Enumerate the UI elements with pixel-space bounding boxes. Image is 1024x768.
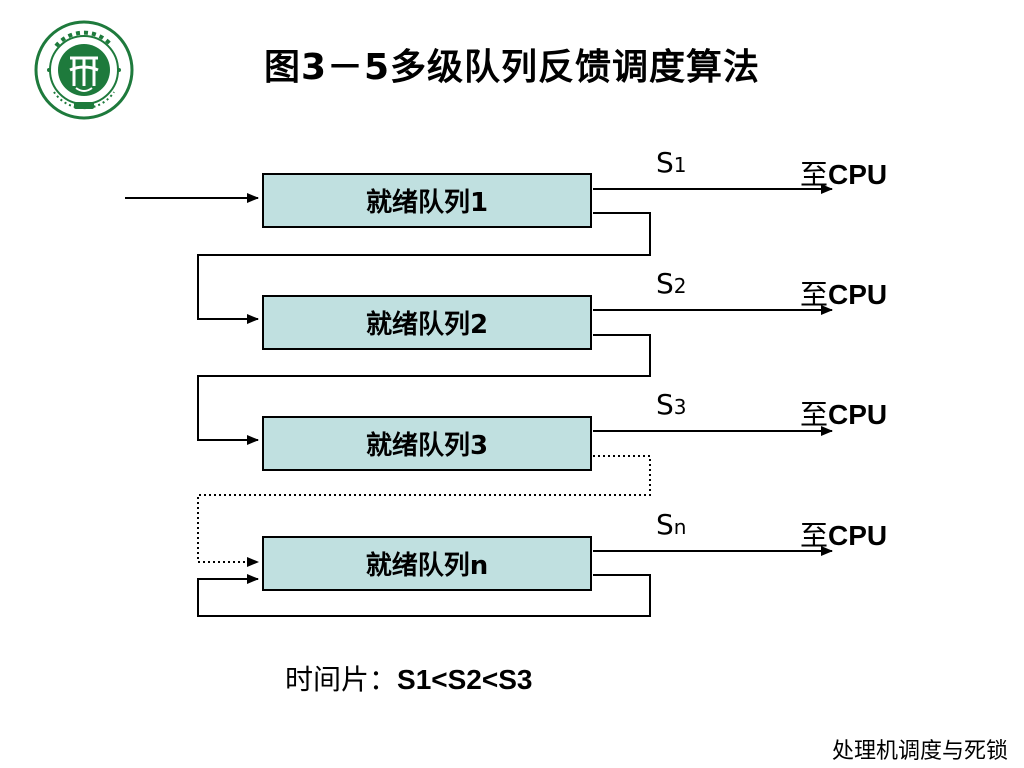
ready-queue-3: 就绪队列3 [262, 416, 592, 471]
feedback-n-loop [197, 574, 651, 617]
ready-queue-2: 就绪队列2 [262, 295, 592, 350]
time-slice-note: 时间片：S1<S2<S3 [285, 663, 533, 696]
to-cpu-label-3: 至CPU [800, 398, 888, 431]
feedback-2-to-3 [197, 334, 651, 445]
ready-queue-1: 就绪队列1 [262, 173, 592, 228]
slide-title: 图3－5多级队列反馈调度算法 [263, 47, 761, 88]
ready-queue-n: 就绪队列n [262, 536, 592, 591]
to-cpu-label-2: 至CPU [800, 278, 888, 311]
feedback-1-to-2 [197, 212, 651, 324]
slice-label-3: S3 [656, 388, 687, 421]
to-cpu-label-1: 至CPU [800, 158, 888, 191]
slice-label-2: S2 [656, 267, 687, 300]
university-logo [34, 20, 134, 120]
slice-label-1: S1 [656, 146, 687, 179]
slice-label-n: Sn [656, 508, 687, 541]
feedback-3-to-n [197, 455, 651, 567]
slide-footer: 处理机调度与死锁 [831, 739, 1008, 764]
to-cpu-label-n: 至CPU [800, 519, 888, 552]
